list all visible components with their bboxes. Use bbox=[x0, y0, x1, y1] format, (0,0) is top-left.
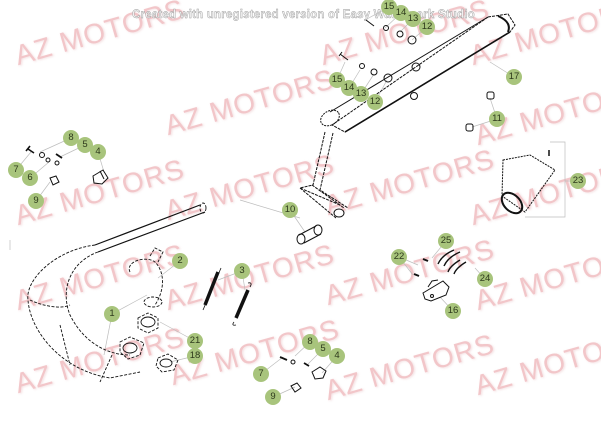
part-callout-2[interactable]: 2 bbox=[172, 253, 188, 269]
part-callout-21[interactable]: 21 bbox=[187, 333, 203, 349]
part-callout-8[interactable]: 8 bbox=[302, 334, 318, 350]
part-callout-4[interactable]: 4 bbox=[329, 348, 345, 364]
part-callout-5[interactable]: 5 bbox=[315, 341, 331, 357]
part-callout-22[interactable]: 22 bbox=[391, 249, 407, 265]
part-callout-12[interactable]: 12 bbox=[419, 19, 435, 35]
muffler-drawing bbox=[296, 13, 516, 245]
part-callout-5[interactable]: 5 bbox=[77, 137, 93, 153]
part-callout-7[interactable]: 7 bbox=[8, 162, 24, 178]
part-callout-4[interactable]: 4 bbox=[90, 144, 106, 160]
clamp-hardware-left bbox=[25, 145, 109, 186]
part-callout-9[interactable]: 9 bbox=[265, 389, 281, 405]
part-callout-1[interactable]: 1 bbox=[104, 306, 120, 322]
part-callout-11[interactable]: 11 bbox=[489, 111, 505, 127]
clamp-hardware-bottom bbox=[279, 356, 327, 393]
spring-drawing bbox=[202, 267, 252, 326]
part-callout-3[interactable]: 3 bbox=[234, 263, 250, 279]
muffler-sleeve-drawing bbox=[500, 150, 556, 215]
part-callout-8[interactable]: 8 bbox=[63, 130, 79, 146]
part-callout-23[interactable]: 23 bbox=[570, 173, 586, 189]
part-callout-7[interactable]: 7 bbox=[253, 366, 269, 382]
part-callout-13[interactable]: 13 bbox=[405, 11, 421, 27]
exhaust-pipe-drawing bbox=[27, 202, 207, 383]
part-callout-13[interactable]: 13 bbox=[353, 86, 369, 102]
part-callout-24[interactable]: 24 bbox=[477, 271, 493, 287]
part-callout-9[interactable]: 9 bbox=[28, 193, 44, 209]
part-callout-10[interactable]: 10 bbox=[282, 202, 298, 218]
bracket-drawing bbox=[413, 249, 467, 302]
part-callout-25[interactable]: 25 bbox=[438, 233, 454, 249]
part-callout-12[interactable]: 12 bbox=[367, 94, 383, 110]
part-callout-18[interactable]: 18 bbox=[187, 348, 203, 364]
leader-lines bbox=[9, 6, 578, 398]
mounting-hardware bbox=[338, 19, 417, 83]
part-callout-6[interactable]: 6 bbox=[22, 170, 38, 186]
part-callout-16[interactable]: 16 bbox=[445, 303, 461, 319]
part-callout-17[interactable]: 17 bbox=[506, 69, 522, 85]
